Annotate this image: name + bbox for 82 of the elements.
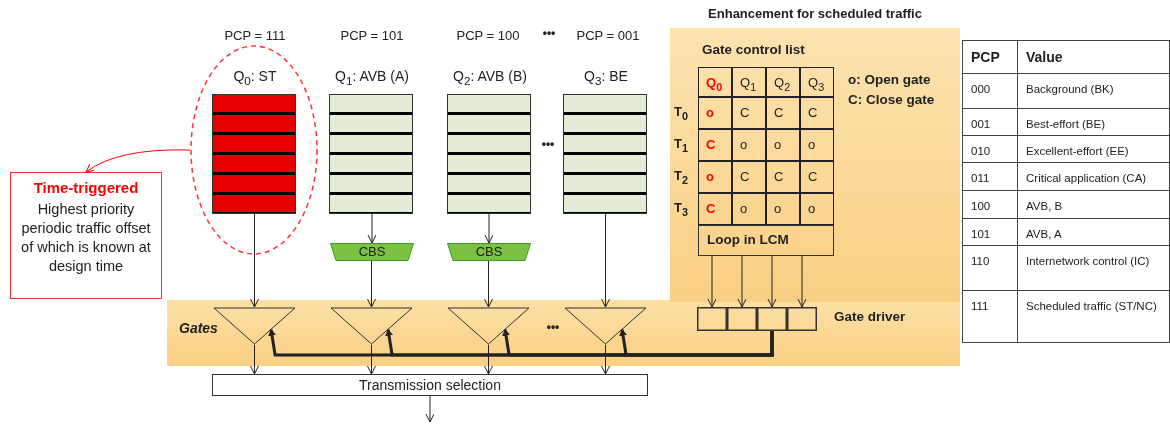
arrow [367,260,376,308]
arrow [737,255,747,308]
arrow [707,255,717,308]
leader-line [85,149,191,173]
table-cell: C [800,97,834,129]
queue-label: Q$_{1}$: AVB (A) [334,68,410,87]
callout-heading: Time-triggered [32,179,140,196]
note-text: C: Close gate [848,92,936,109]
panel-heading: Enhancement for scheduled traffic [707,6,923,21]
band-label: Gates [179,320,218,336]
table-cell: 111 [962,290,1018,343]
note-text: Gate driver [834,309,907,326]
table-cell: C [766,97,800,129]
gate-triangle [330,307,413,345]
ellipsis-mark: ••• [545,320,561,336]
highlight-ellipse [190,45,318,255]
shaper-label: CBS [357,244,387,259]
table-cell: C [732,97,766,129]
loop-row [698,225,834,256]
gate-triangle [447,307,530,345]
arrow [484,213,494,244]
arrow [797,255,807,308]
note-text: o: Open gate [848,72,932,89]
arrow [250,213,259,308]
pcp-label: PCP = 001 [575,28,641,44]
table-cell: Q$_{3}$ [800,67,834,97]
shaper-trapezoid [447,243,531,261]
driver-cell [757,307,787,331]
table-cell: C [698,193,732,225]
table-cell: C [766,161,800,193]
queue-label: Q$_{3}$: BE [583,68,629,87]
table-cell: C [732,161,766,193]
list-title: Gate control list [702,42,805,57]
callout-box [10,172,162,299]
output-arrow [425,395,435,423]
table-cell: Q$_{0}$ [698,67,732,97]
table-cell: o [698,161,732,193]
arrow [367,344,376,375]
arrow [367,213,377,244]
table-cell: o [732,129,766,161]
callout-text: Highest priority periodic traffic offset of which is known at design time [20,200,152,276]
driver-cell [697,307,727,331]
queue-label: Q$_{2}$: AVB (B) [452,68,528,87]
pcp-label: PCP = 100 [455,28,521,44]
table-cell: o [766,193,800,225]
gates-band [167,300,960,366]
process-box [212,374,648,396]
arrow [484,260,493,308]
table-cell: Q$_{1}$ [732,67,766,97]
gate-triangle [564,307,647,345]
table-header-cell: Value [1017,40,1170,74]
table-cell: Scheduled traffic (ST/NC) [1017,290,1170,343]
arrow [484,344,493,375]
row-label: T$_{2}$ [674,167,689,188]
arrow [767,255,777,308]
table-cell: o [698,97,732,129]
table-cell: o [800,129,834,161]
table-cell: Q$_{2}$ [766,67,800,97]
arrow [619,328,774,357]
table-header-cell: PCP [962,40,1018,74]
row-label: T$_{1}$ [674,135,689,156]
ellipsis-mark: ••• [541,26,557,42]
arrow [601,344,610,375]
shaper-trapezoid [330,243,414,261]
box-label: Transmission selection [358,377,502,393]
driver-cell [787,307,817,331]
shaper-label: CBS [474,244,504,259]
table-cell: o [732,193,766,225]
queue-label: Q$_{0}$: ST [232,68,278,87]
table-cell: o [766,129,800,161]
arrow [250,344,259,375]
pcp-label: PCP = 101 [339,28,405,44]
pcp-label: PCP = 111 [223,28,287,44]
arrow [601,213,610,308]
table-cell: C [800,161,834,193]
loop-label: Loop in LCM [707,232,789,247]
row-label: T$_{0}$ [674,103,689,124]
row-label: T$_{3}$ [674,199,689,220]
driver-cell [727,307,757,331]
ellipsis-mark: ••• [540,137,556,153]
table-cell: C [698,129,732,161]
table-cell: o [800,193,834,225]
